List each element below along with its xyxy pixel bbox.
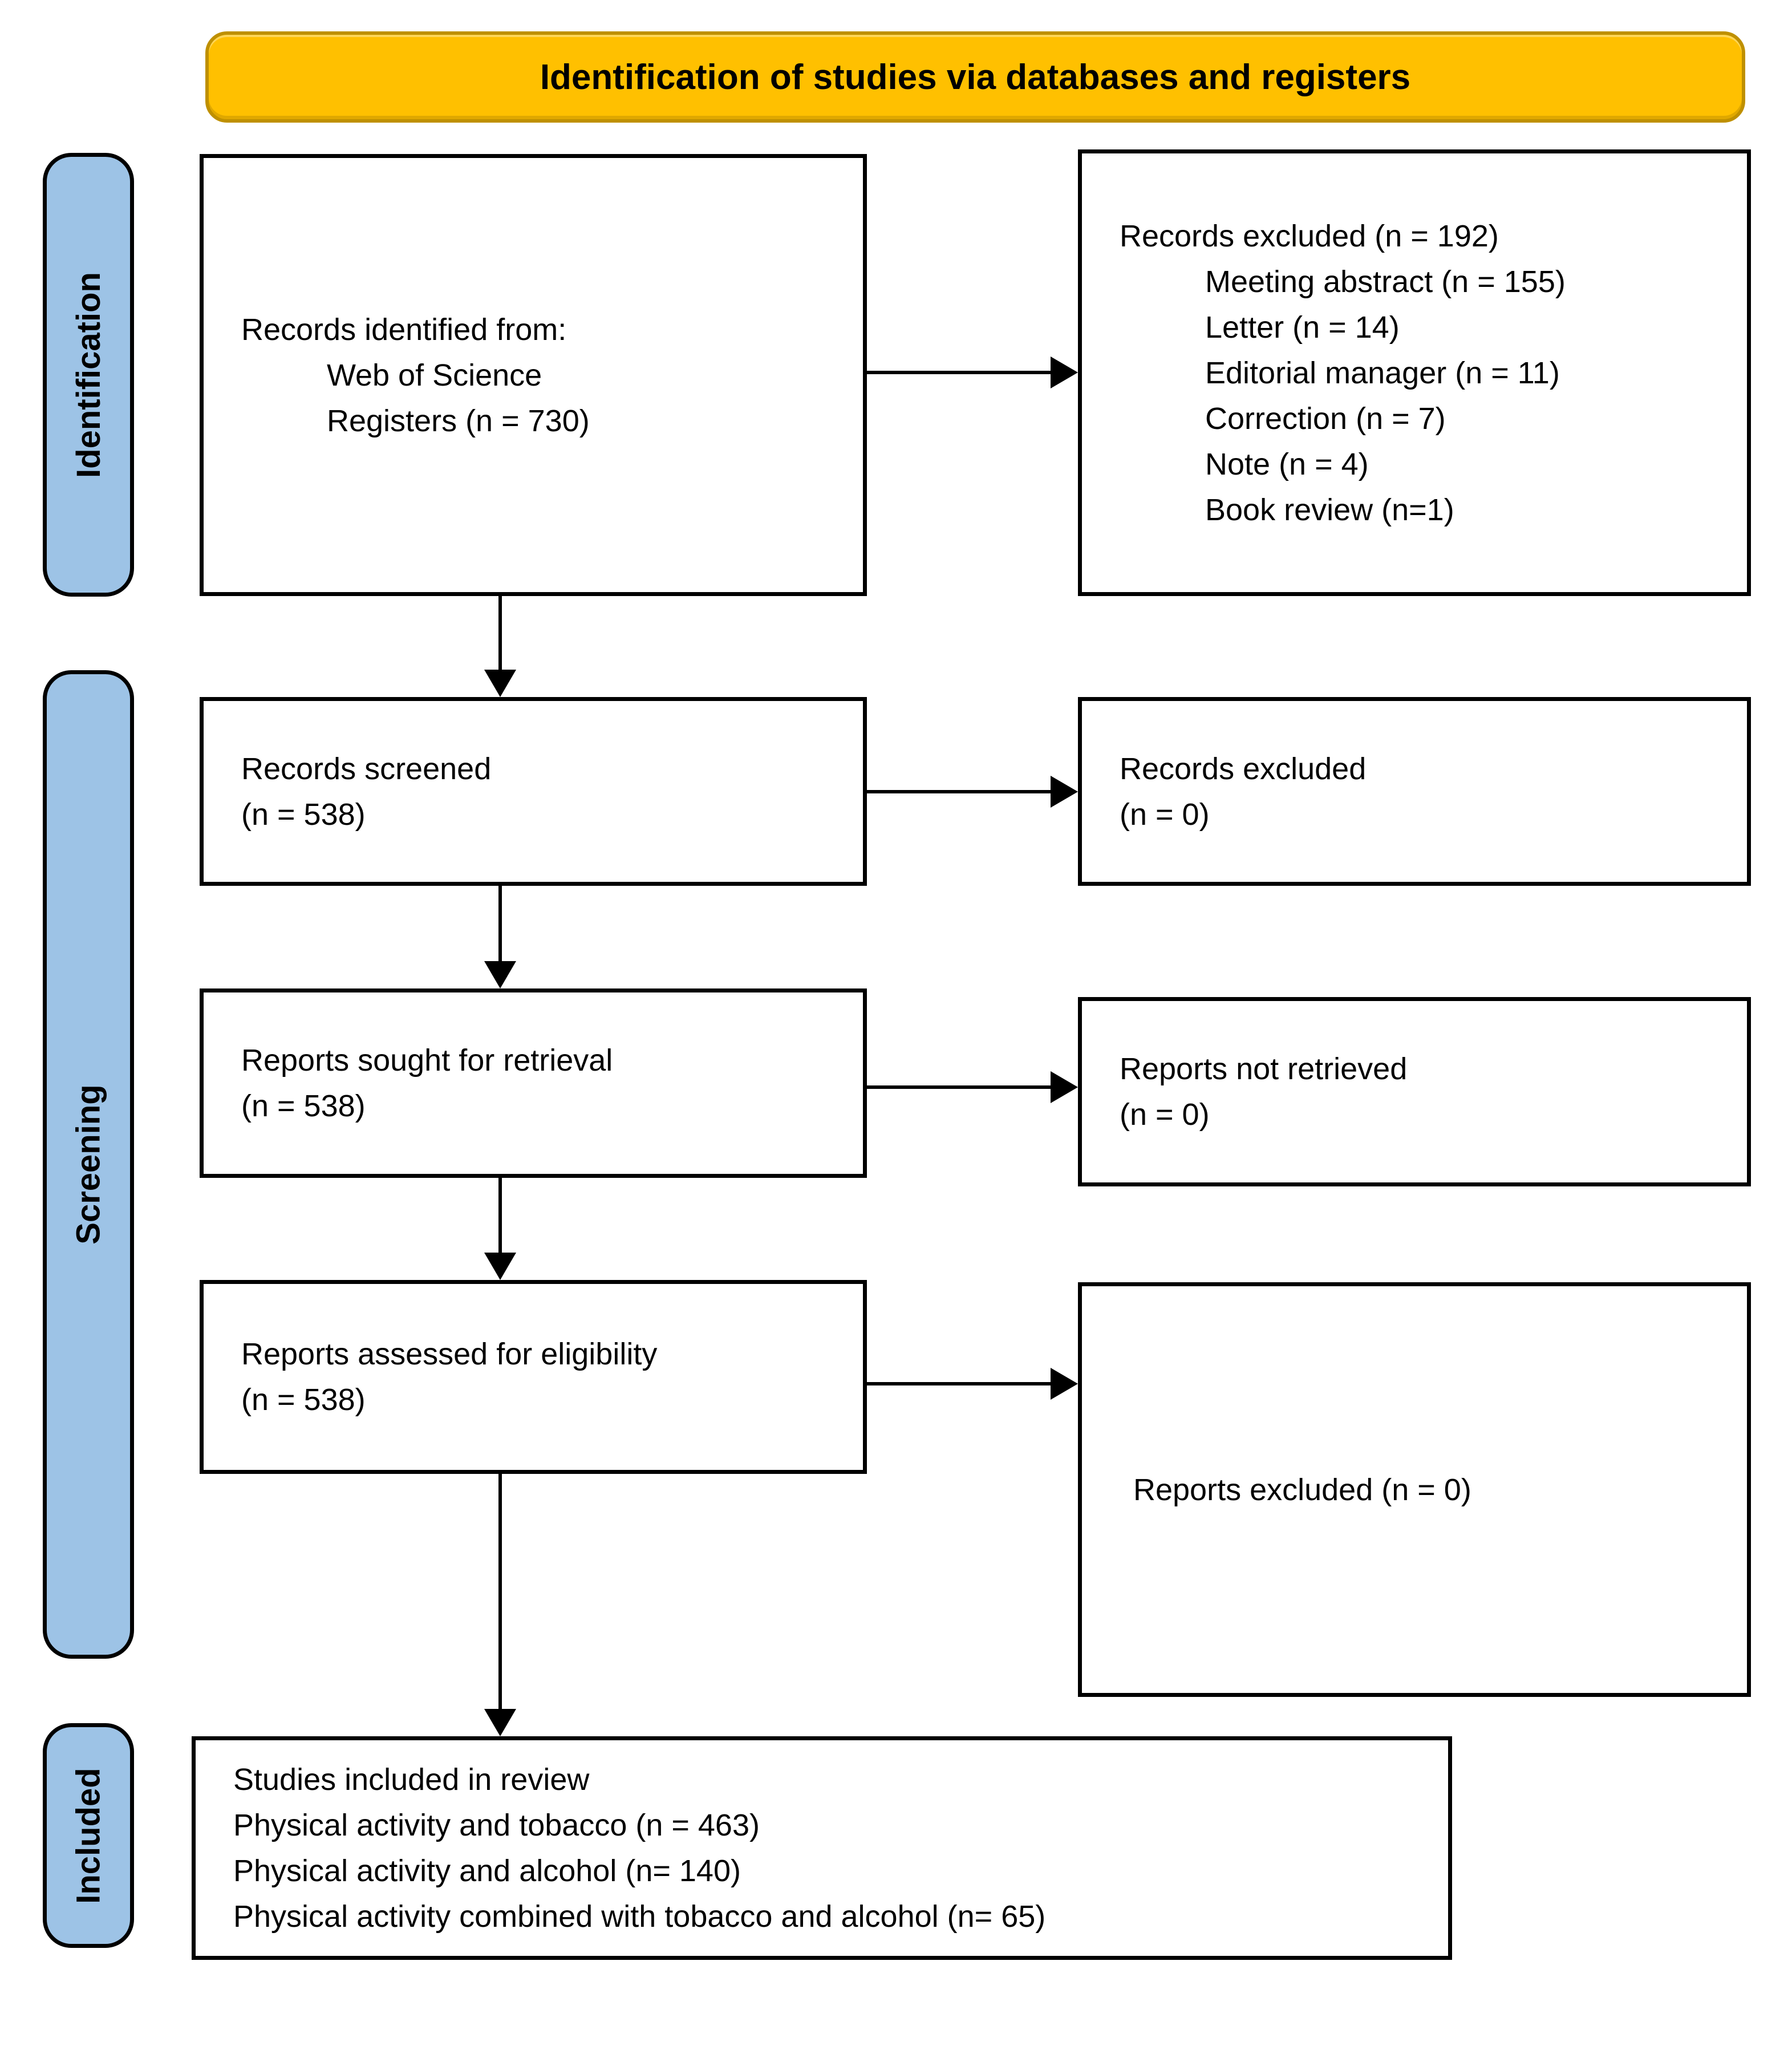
box-reports-assessed: Reports assessed for eligibility (n = 53… [200, 1280, 867, 1474]
text-line: Records identified from: [241, 312, 567, 347]
arrow-shaft [867, 371, 1052, 374]
banner: Identification of studies via databases … [205, 31, 1745, 123]
stage-label-included: Included [43, 1723, 134, 1948]
stage-label-text: Screening [70, 1084, 107, 1245]
text-line: Records excluded [1120, 751, 1367, 786]
arrow-head-down-icon [484, 961, 516, 988]
text-line: (n = 0) [1120, 1097, 1210, 1132]
text-line: Reports sought for retrieval [241, 1043, 613, 1077]
text-line: Physical activity combined with tobacco … [233, 1899, 1046, 1934]
box-reports-excluded: Reports excluded (n = 0) [1078, 1282, 1751, 1697]
stage-label-text: Included [70, 1767, 107, 1904]
arrow-head-right-icon [1051, 1368, 1078, 1400]
text-line: (n = 538) [241, 1089, 366, 1123]
arrow-shaft [498, 886, 502, 962]
text-line: Reports not retrieved [1120, 1052, 1408, 1086]
text-line: Physical activity and tobacco (n = 463) [233, 1808, 760, 1842]
stage-label-identification: Identification [43, 153, 134, 597]
box-reports-not-retrieved: Reports not retrieved (n = 0) [1078, 997, 1751, 1186]
arrow-right-screened-to-excluded [867, 776, 1078, 808]
arrow-shaft [498, 1474, 502, 1710]
text-line: (n = 538) [241, 1383, 366, 1417]
stage-label-text: Identification [70, 272, 107, 478]
arrow-head-right-icon [1051, 356, 1078, 388]
arrow-head-right-icon [1051, 776, 1078, 808]
box-reports-sought: Reports sought for retrieval (n = 538) [200, 988, 867, 1178]
banner-title: Identification of studies via databases … [540, 57, 1411, 97]
stage-label-screening: Screening [43, 670, 134, 1659]
text-line: Letter (n = 14) [1205, 310, 1400, 345]
arrow-right-sought-to-not-retrieved [867, 1071, 1078, 1103]
arrow-shaft [867, 1382, 1052, 1385]
text-line: Reports assessed for eligibility [241, 1337, 658, 1371]
text-line: Reports excluded (n = 0) [1133, 1472, 1471, 1507]
text-line: Web of Science [327, 358, 542, 392]
arrow-down-sought-to-assessed [484, 1178, 516, 1280]
arrow-right-assessed-to-excluded [867, 1368, 1078, 1400]
text-line: (n = 0) [1120, 797, 1210, 832]
arrow-head-down-icon [484, 1253, 516, 1280]
arrow-down-assessed-to-included [484, 1474, 516, 1736]
text-line: Physical activity and alcohol (n= 140) [233, 1854, 741, 1888]
text-line: Correction (n = 7) [1205, 401, 1446, 436]
box-studies-included: Studies included in review Physical acti… [192, 1736, 1452, 1960]
box-records-excluded-screening: Records excluded (n = 0) [1078, 697, 1751, 886]
text-line: Note (n = 4) [1205, 447, 1369, 481]
text-line: Studies included in review [233, 1763, 590, 1797]
text-line: Book review (n=1) [1205, 492, 1454, 527]
arrow-shaft [867, 790, 1052, 793]
arrow-head-right-icon [1051, 1071, 1078, 1103]
box-records-excluded-identification: Records excluded (n = 192) Meeting abstr… [1078, 149, 1751, 596]
arrow-down-identified-to-screened [484, 596, 516, 697]
text-line: Registers (n = 730) [327, 403, 590, 438]
text-line: Records excluded (n = 192) [1120, 218, 1499, 253]
arrow-shaft [498, 1178, 502, 1254]
box-records-screened: Records screened (n = 538) [200, 697, 867, 886]
arrow-down-screened-to-sought [484, 886, 516, 988]
arrow-shaft [867, 1085, 1052, 1089]
arrow-head-down-icon [484, 1709, 516, 1736]
arrow-shaft [498, 596, 502, 671]
arrow-right-identified-to-excluded [867, 356, 1078, 388]
box-records-identified: Records identified from: Web of Science … [200, 154, 867, 596]
text-line: Meeting abstract (n = 155) [1205, 264, 1566, 299]
text-line: Editorial manager (n = 11) [1205, 355, 1560, 390]
arrow-head-down-icon [484, 670, 516, 697]
text-line: Records screened [241, 751, 492, 786]
text-line: (n = 538) [241, 797, 366, 832]
